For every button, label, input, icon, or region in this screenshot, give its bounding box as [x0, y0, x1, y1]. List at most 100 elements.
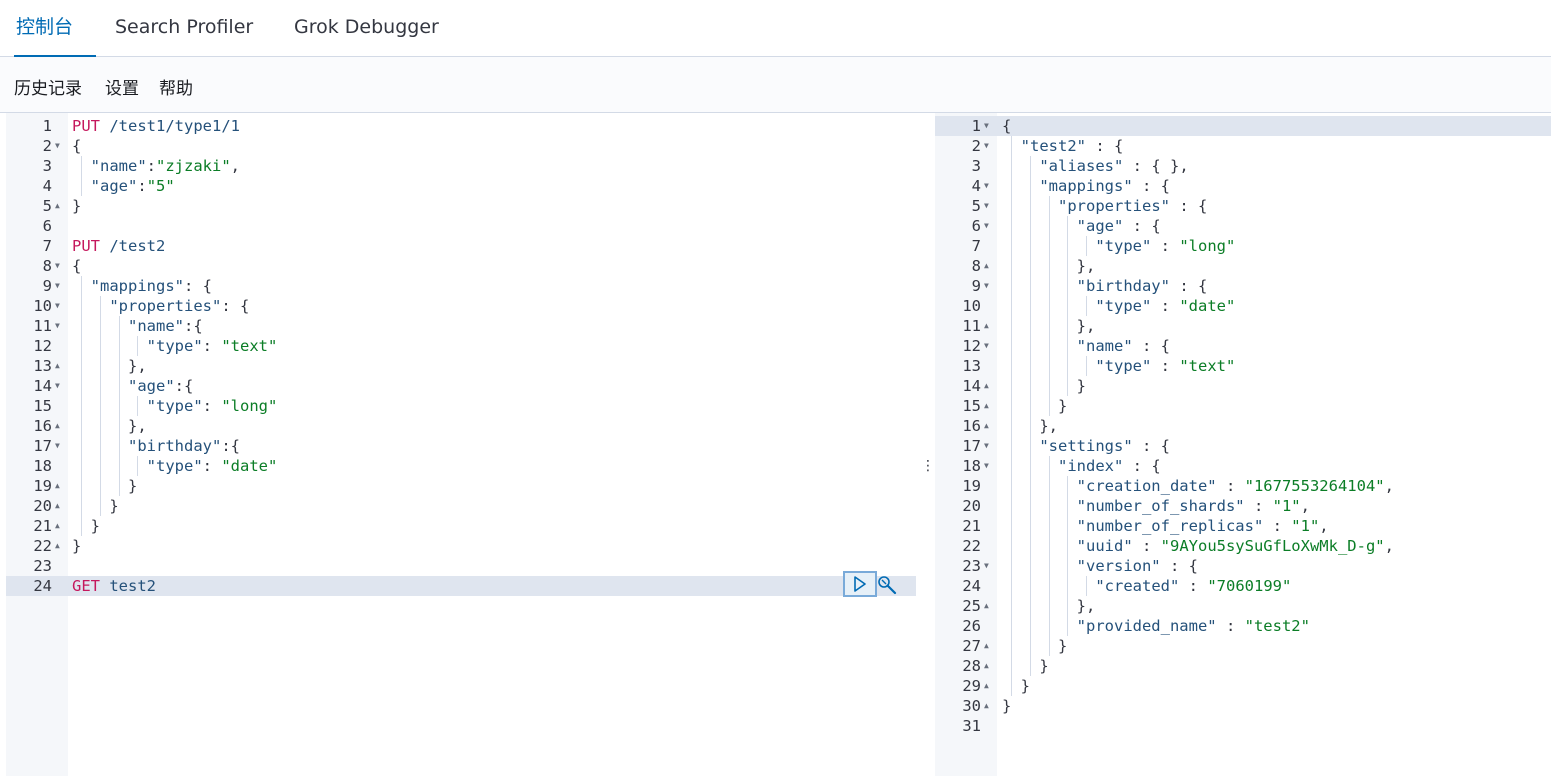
fold-open-icon[interactable]: ▼ — [984, 341, 989, 350]
code-line: }, — [1002, 317, 1096, 335]
tab-search-profiler[interactable]: Search Profiler — [115, 16, 254, 38]
code-line: "name" : { — [1076, 337, 1170, 355]
wrench-icon[interactable] — [876, 574, 898, 596]
indent-guide — [137, 456, 139, 476]
code-line: "properties": { — [109, 297, 250, 315]
line-number: 11 — [962, 317, 981, 335]
line-number: 7 — [971, 237, 981, 255]
fold-close-icon[interactable]: ▲ — [55, 421, 60, 430]
code-line: PUT /test1/type1/1 — [72, 117, 240, 135]
line-number: 23 — [33, 557, 52, 575]
line-number: 8 — [42, 257, 52, 275]
fold-open-icon[interactable]: ▼ — [984, 221, 989, 230]
line-number: 19 — [33, 477, 52, 495]
fold-open-icon[interactable]: ▼ — [984, 561, 989, 570]
fold-open-icon[interactable]: ▼ — [984, 181, 989, 190]
fold-open-icon[interactable]: ▼ — [984, 201, 989, 210]
tab-grok-debugger[interactable]: Grok Debugger — [294, 16, 439, 38]
fold-close-icon[interactable]: ▲ — [55, 481, 60, 490]
indent-guide — [1067, 216, 1069, 396]
fold-open-icon[interactable]: ▼ — [984, 461, 989, 470]
fold-close-icon[interactable]: ▲ — [984, 601, 989, 610]
fold-close-icon[interactable]: ▲ — [984, 321, 989, 330]
line-number: 5 — [971, 197, 981, 215]
fold-close-icon[interactable]: ▲ — [55, 501, 60, 510]
code-line: }, — [1002, 417, 1058, 435]
line-number: 23 — [962, 557, 981, 575]
fold-close-icon[interactable]: ▲ — [984, 401, 989, 410]
line-number: 27 — [962, 637, 981, 655]
line-number: 26 — [962, 617, 981, 635]
fold-open-icon[interactable]: ▼ — [55, 281, 60, 290]
indent-guide — [137, 336, 139, 356]
fold-close-icon[interactable]: ▲ — [984, 701, 989, 710]
line-number: 10 — [33, 297, 52, 315]
panel-divider[interactable] — [916, 113, 934, 776]
code-line: } — [72, 497, 119, 515]
line-number: 24 — [962, 577, 981, 595]
fold-close-icon[interactable]: ▲ — [984, 661, 989, 670]
fold-open-icon[interactable]: ▼ — [984, 441, 989, 450]
code-line: "mappings" : { — [1039, 177, 1170, 195]
code-line: } — [1002, 397, 1068, 415]
vertical-dots-icon[interactable]: ⋮ — [921, 458, 935, 474]
history-link[interactable]: 历史记录 — [14, 79, 82, 99]
line-number: 1 — [42, 117, 52, 135]
fold-close-icon[interactable]: ▲ — [984, 261, 989, 270]
fold-open-icon[interactable]: ▼ — [55, 321, 60, 330]
line-number: 17 — [33, 437, 52, 455]
code-line: } — [72, 517, 100, 535]
console-toolbar: 历史记录 设置 帮助 — [0, 57, 1551, 113]
fold-open-icon[interactable]: ▼ — [984, 281, 989, 290]
line-number: 17 — [962, 437, 981, 455]
fold-close-icon[interactable]: ▲ — [55, 541, 60, 550]
code-line: PUT /test2 — [72, 237, 166, 255]
fold-close-icon[interactable]: ▲ — [984, 681, 989, 690]
code-line: "age":"5" — [90, 177, 175, 195]
fold-open-icon[interactable]: ▼ — [55, 381, 60, 390]
line-number: 9 — [42, 277, 52, 295]
fold-open-icon[interactable]: ▼ — [55, 441, 60, 450]
settings-link[interactable]: 设置 — [105, 79, 139, 99]
fold-close-icon[interactable]: ▲ — [984, 421, 989, 430]
fold-open-icon[interactable]: ▼ — [55, 141, 60, 150]
fold-open-icon[interactable]: ▼ — [55, 301, 60, 310]
code-line: "age" : { — [1076, 217, 1161, 235]
line-number: 13 — [33, 357, 52, 375]
tab-bar: 控制台 Search Profiler Grok Debugger — [0, 0, 1551, 57]
send-request-button[interactable] — [843, 571, 877, 597]
code-line: } — [72, 197, 82, 215]
code-line: "mappings": { — [90, 277, 212, 295]
line-number: 21 — [962, 517, 981, 535]
fold-open-icon[interactable]: ▼ — [984, 121, 989, 130]
line-number: 2 — [971, 137, 981, 155]
indent-guide — [1048, 196, 1050, 416]
code-line: "name":{ — [128, 317, 203, 335]
fold-close-icon[interactable]: ▲ — [984, 641, 989, 650]
indent-guide — [81, 276, 83, 536]
line-number: 29 — [962, 677, 981, 695]
code-line: "name":"zjzaki", — [90, 157, 241, 175]
fold-open-icon[interactable]: ▼ — [55, 261, 60, 270]
request-gutter — [6, 113, 68, 776]
code-line: } — [72, 477, 138, 495]
code-line: "aliases" : { }, — [1039, 157, 1189, 175]
help-link[interactable]: 帮助 — [159, 79, 193, 99]
fold-close-icon[interactable]: ▲ — [55, 521, 60, 530]
fold-close-icon[interactable]: ▲ — [55, 361, 60, 370]
tab-console[interactable]: 控制台 — [14, 0, 96, 57]
code-line: } — [1002, 677, 1030, 695]
code-line: "properties" : { — [1058, 197, 1208, 215]
fold-close-icon[interactable]: ▲ — [55, 201, 60, 210]
code-line: "number_of_replicas" : "1", — [1076, 517, 1329, 535]
code-line: "type" : "text" — [1095, 357, 1236, 375]
indent-guide — [1086, 296, 1088, 316]
active-line-highlight — [6, 576, 916, 596]
fold-close-icon[interactable]: ▲ — [984, 381, 989, 390]
indent-guide — [1011, 136, 1013, 696]
line-number: 3 — [971, 157, 981, 175]
line-number: 15 — [33, 397, 52, 415]
fold-open-icon[interactable]: ▼ — [984, 141, 989, 150]
line-number: 4 — [971, 177, 981, 195]
